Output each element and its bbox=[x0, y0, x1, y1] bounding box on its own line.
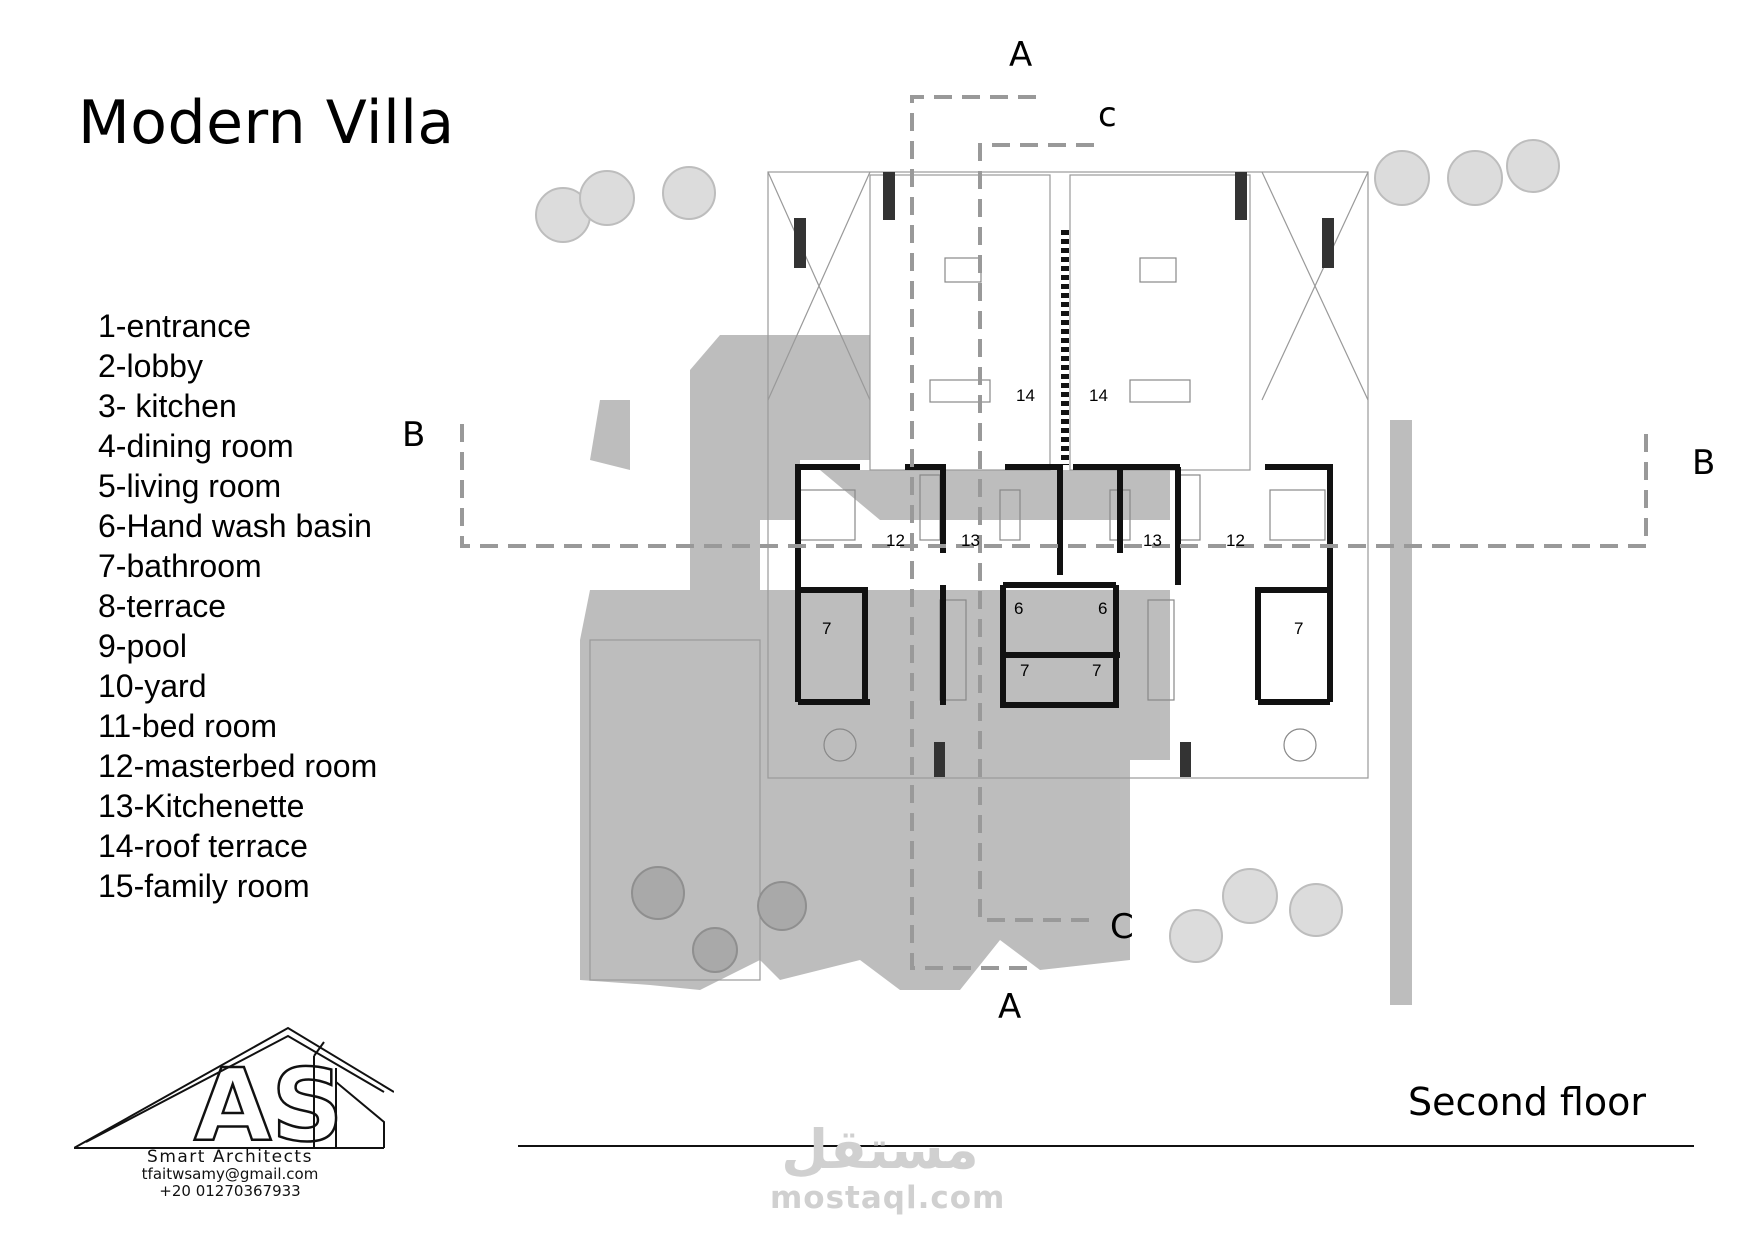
room-number-13: 13 bbox=[1143, 531, 1162, 550]
room-number-14: 14 bbox=[1016, 386, 1035, 405]
watermark-latin: mostaql.com bbox=[770, 1180, 1006, 1216]
room-number-12: 12 bbox=[1226, 531, 1245, 550]
section-mark-c-bottom: C bbox=[1110, 907, 1134, 947]
section-mark-b-right: B bbox=[1692, 443, 1715, 483]
room-number-7: 7 bbox=[822, 619, 831, 638]
site-outline bbox=[589, 171, 1369, 981]
building-shadow bbox=[580, 335, 1412, 1005]
company-info: Smart Architects tfaitwsamy@gmail.com +2… bbox=[70, 1148, 390, 1200]
furniture bbox=[799, 257, 1326, 762]
trees bbox=[535, 139, 1560, 963]
legend-item: 8-terrace bbox=[98, 588, 227, 624]
legend-item: 14-roof terrace bbox=[98, 828, 308, 864]
legend-item: 6-Hand wash basin bbox=[98, 508, 372, 544]
legend-item: 10-yard bbox=[98, 668, 207, 704]
watermark-arabic: مستقل bbox=[781, 1118, 979, 1181]
legend-item: 7-bathroom bbox=[98, 548, 262, 584]
section-mark-a-bottom: A bbox=[998, 987, 1021, 1027]
room-number-6: 6 bbox=[1098, 599, 1107, 618]
legend-item: 9-pool bbox=[98, 628, 187, 664]
watermark: مستقل mostaql.com bbox=[770, 1118, 1006, 1217]
section-mark-a-top: A bbox=[1009, 35, 1032, 75]
room-number-12: 12 bbox=[886, 531, 905, 550]
legend-item: 1-entrance bbox=[98, 308, 251, 344]
legend-item: 15-family room bbox=[98, 868, 310, 904]
legend-item: 4-dining room bbox=[98, 428, 294, 464]
section-mark-c-top: c bbox=[1098, 95, 1117, 135]
legend-item: 11-bed room bbox=[98, 708, 278, 744]
logo-letters: AS bbox=[194, 1047, 343, 1150]
room-number-14: 14 bbox=[1089, 386, 1108, 405]
room-number-6: 6 bbox=[1014, 599, 1023, 618]
legend-item: 5-living room bbox=[98, 468, 282, 504]
walls bbox=[795, 464, 1333, 708]
drawing-title: Modern Villa bbox=[78, 88, 455, 158]
floor-label: Second floor bbox=[1408, 1080, 1646, 1124]
room-number-7: 7 bbox=[1092, 661, 1101, 680]
room-number-13: 13 bbox=[961, 531, 980, 550]
title-rule bbox=[518, 1145, 1694, 1147]
room-legend: 1-entrance 2-lobby 3- kitchen 4-dining r… bbox=[98, 306, 377, 906]
room-number-7: 7 bbox=[1294, 619, 1303, 638]
legend-item: 13-Kitchenette bbox=[98, 788, 305, 824]
legend-item: 2-lobby bbox=[98, 348, 203, 384]
company-email: tfaitwsamy@gmail.com bbox=[141, 1165, 319, 1183]
legend-item: 3- kitchen bbox=[98, 388, 237, 424]
columns bbox=[794, 172, 1334, 777]
company-logo: AS bbox=[74, 1026, 394, 1150]
trees-dark bbox=[631, 866, 807, 973]
legend-item: 12-masterbed room bbox=[98, 748, 378, 784]
section-mark-b-left: B bbox=[402, 415, 425, 455]
room-number-7: 7 bbox=[1020, 661, 1029, 680]
section-lines bbox=[460, 95, 1648, 970]
company-name: Smart Architects bbox=[147, 1147, 313, 1167]
company-phone: +20 01270367933 bbox=[159, 1182, 301, 1200]
